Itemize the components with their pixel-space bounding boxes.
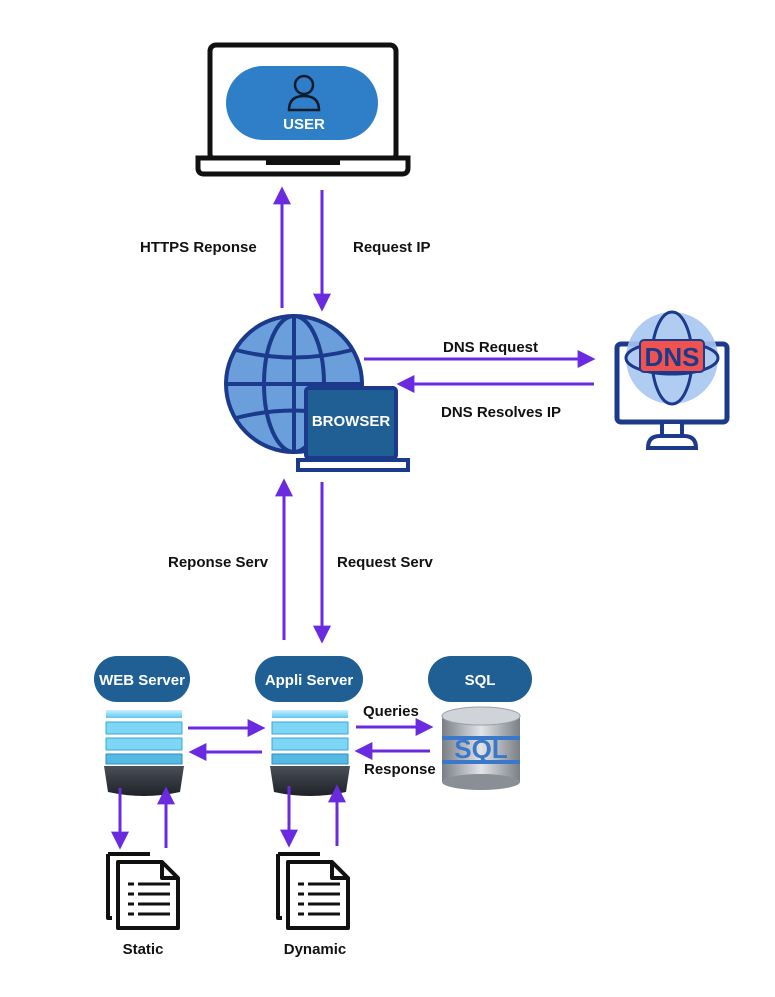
browser-node[interactable]: BROWSER — [296, 386, 410, 472]
dynamic-node[interactable]: Dynamic — [276, 852, 350, 958]
document-icon — [276, 852, 350, 930]
user-label: USER — [283, 116, 325, 133]
web-server-node[interactable]: WEB Server — [94, 656, 190, 796]
user-icon — [287, 74, 321, 112]
web-server-label: WEB Server — [99, 672, 185, 689]
request-ip-label: Request IP — [353, 239, 431, 256]
dns-request-label: DNS Request — [443, 339, 538, 356]
server-stack-icon — [270, 710, 350, 796]
appli-server-node[interactable]: Appli Server — [255, 656, 363, 796]
appli-server-label: Appli Server — [265, 672, 354, 689]
dns-node[interactable]: DNS — [614, 310, 730, 450]
sql-label: SQL — [465, 672, 496, 689]
request-serv-label: Request Serv — [337, 554, 434, 571]
document-icon — [106, 852, 180, 930]
dns-icon-label: DNS — [645, 342, 700, 372]
response-label: Response — [364, 761, 436, 778]
dns-monitor-icon — [614, 310, 730, 450]
dynamic-label: Dynamic — [284, 941, 347, 958]
database-icon — [441, 706, 521, 790]
static-node[interactable]: Static — [106, 852, 180, 958]
server-stack-icon — [104, 710, 184, 796]
browser-label: BROWSER — [312, 413, 391, 430]
monitor-icon — [296, 386, 410, 472]
dns-resolves-label: DNS Resolves IP — [441, 404, 561, 421]
https-response-label: HTTPS Reponse — [140, 239, 257, 256]
user-node[interactable]: USER — [226, 66, 378, 140]
static-label: Static — [123, 941, 164, 958]
queries-label: Queries — [363, 703, 419, 720]
reponse-serv-label: Reponse Serv — [168, 554, 269, 571]
sql-icon-label: SQL — [454, 734, 508, 764]
sql-node[interactable]: SQL SQL — [428, 656, 532, 790]
